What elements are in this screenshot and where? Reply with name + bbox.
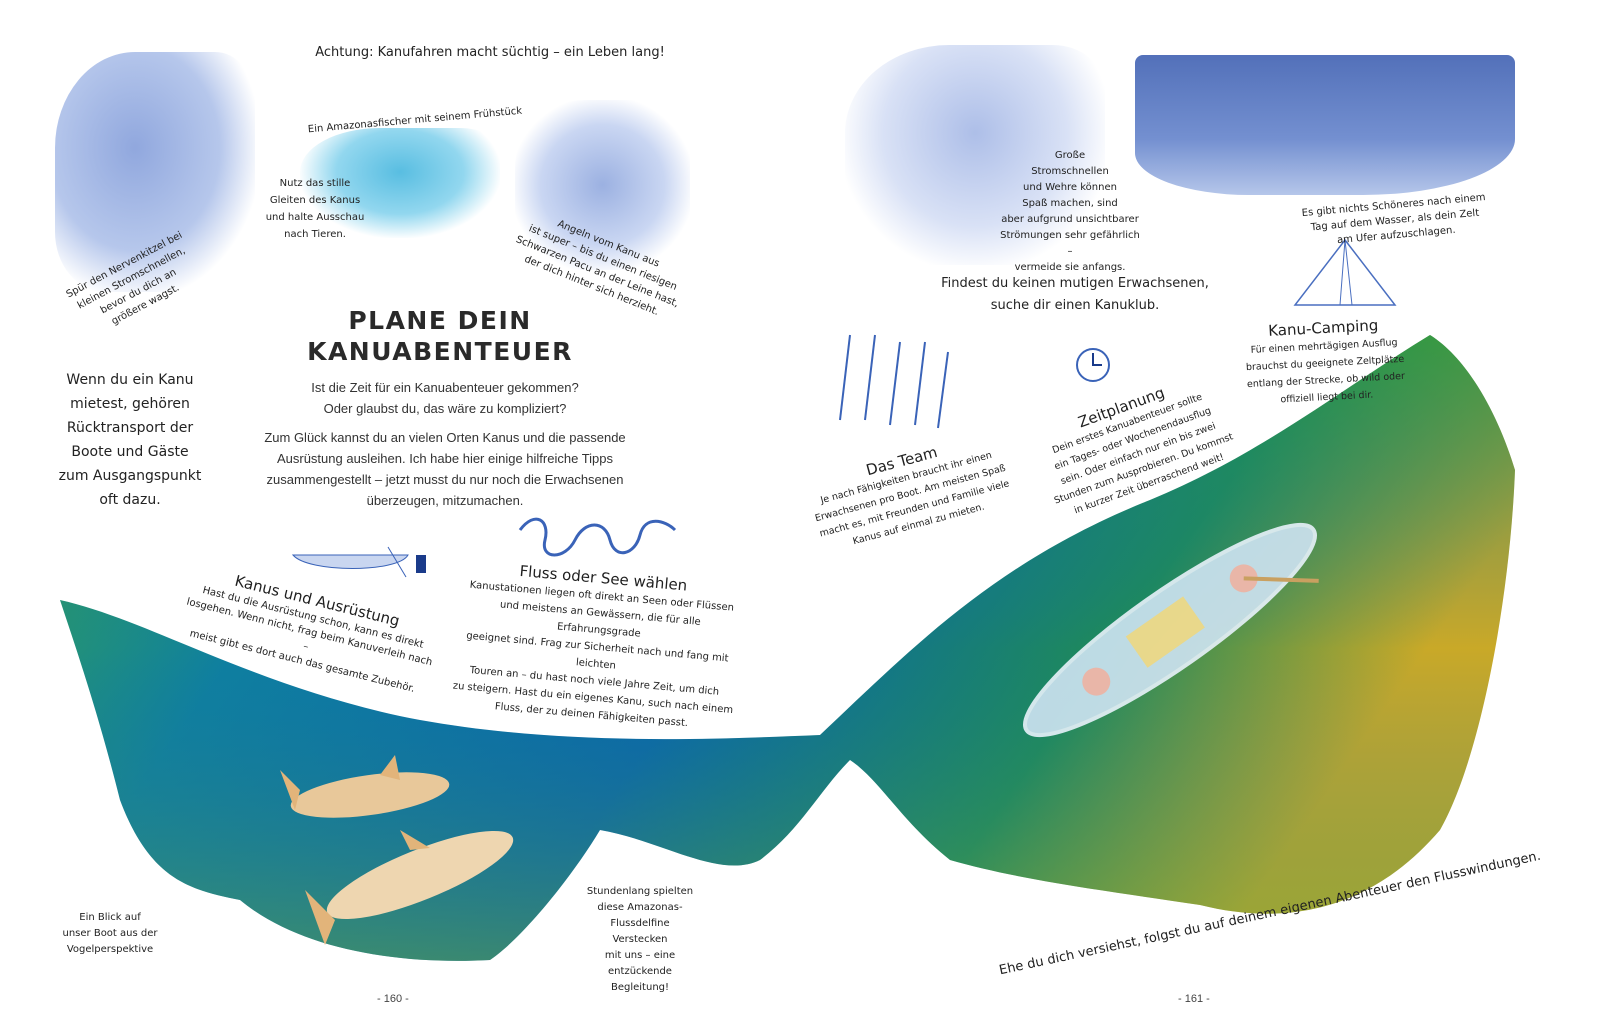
top-heading: Achtung: Kanufahren macht süchtig – ein …	[315, 45, 665, 60]
weir-sketch	[845, 45, 1105, 265]
canoe-illustration	[1023, 522, 1319, 738]
club-note: Findest du keinen mutigen Erwachsenen,su…	[941, 276, 1209, 313]
intro-question: Ist die Zeit für ein Kanuabenteuer gekom…	[311, 380, 579, 416]
canoe-icon	[291, 546, 426, 578]
clock-icon	[1076, 348, 1110, 382]
intro-text: Zum Glück kannst du an vielen Orten Kanu…	[264, 430, 626, 508]
river-lake-section: Fluss oder See wählen Kanustationen lieg…	[449, 556, 747, 736]
fishing-sketch	[515, 100, 690, 270]
campsite-sketch	[1135, 55, 1515, 195]
camping-section: Kanu-Camping Für einen mehrtägigen Ausfl…	[1238, 314, 1412, 411]
paddles-icon	[839, 334, 949, 429]
kingfisher-illustration	[300, 128, 500, 238]
tent-icon	[1293, 238, 1397, 306]
rapids-sketch	[55, 52, 255, 292]
river-lake-text: Kanustationen liegen oft direkt an Seen …	[452, 579, 735, 730]
river-squiggle-icon	[518, 517, 677, 557]
page-number-left: - 160 -	[377, 993, 409, 1005]
dolphin-illustration	[280, 755, 514, 945]
page-number-right: - 161 -	[1178, 993, 1210, 1005]
